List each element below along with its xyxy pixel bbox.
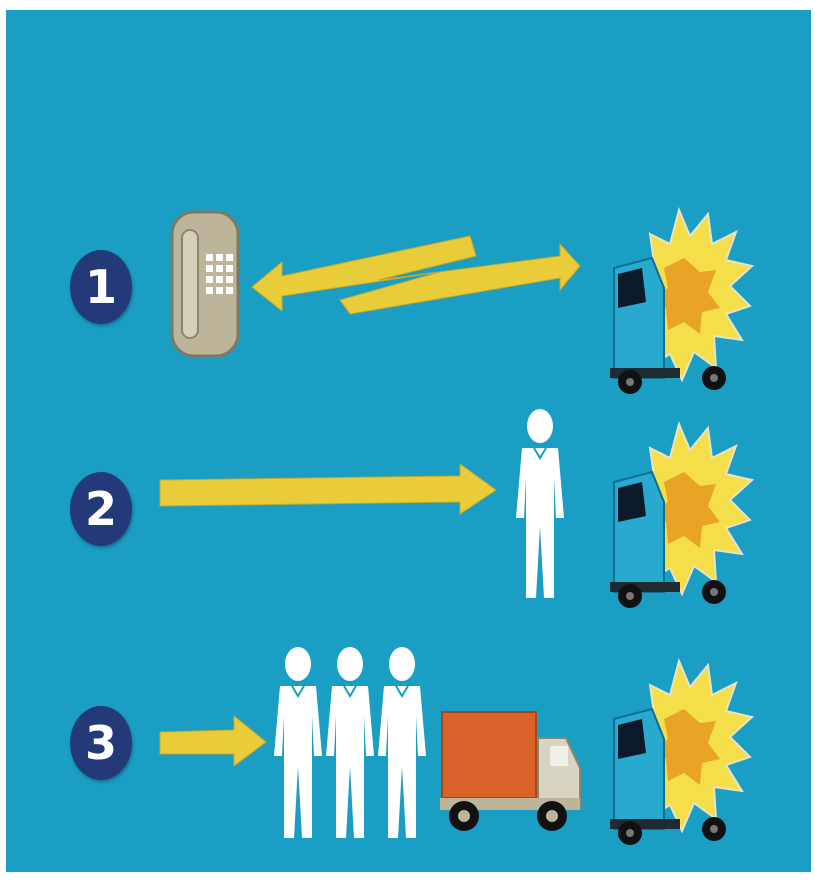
burning-truck-icon-3 <box>604 654 754 854</box>
burning-truck-icon-2 <box>604 422 754 612</box>
person-icon <box>514 408 566 600</box>
delivery-truck-icon <box>438 708 584 840</box>
burning-truck-icon-1 <box>604 208 754 398</box>
group-of-people-icon <box>272 646 432 842</box>
